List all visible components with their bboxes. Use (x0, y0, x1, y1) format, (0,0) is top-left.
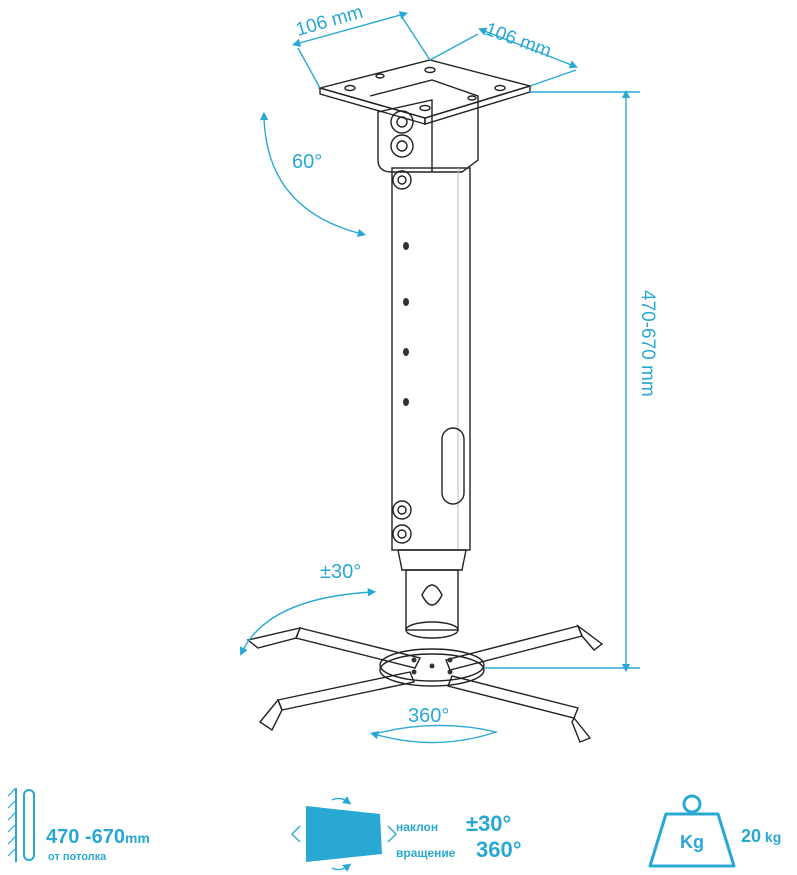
ceiling-distance-icon (7, 787, 35, 862)
tilt-bracket (369, 79, 479, 173)
height-spec-caption: от потолка (48, 851, 107, 863)
tilt-spec-label: наклон (396, 820, 439, 834)
plate-depth-label: 106 mm (482, 19, 554, 62)
weight-icon-text: Kg (680, 832, 704, 852)
swivel-arc: ±30° (240, 561, 377, 656)
rotation-label: 360° (408, 705, 449, 727)
height-spec-value: 470 -670 (46, 826, 125, 848)
weight-spec-value: 20 (741, 826, 762, 846)
tilt-spec-value: ±30° (466, 811, 512, 836)
tilt-arc: 60° (259, 111, 367, 238)
rotation-arc: 360° (369, 705, 499, 744)
weight-spec: 20 kg (741, 826, 781, 847)
swivel-label: ±30° (320, 561, 361, 583)
dimension-height: 470-670 mm (484, 89, 658, 673)
rotate-spec-label: вращение (396, 846, 456, 860)
tilt-rotate-icon (291, 796, 397, 872)
height-range-label: 470-670 mm (637, 290, 658, 397)
height-spec-unit: mm (124, 830, 150, 846)
weight-icon: Kg (648, 794, 736, 868)
telescopic-tube (391, 167, 471, 551)
dimension-plate-depth: 106 mm (429, 19, 578, 87)
height-spec: 470 -670mm (46, 826, 150, 849)
dimension-plate-width: 106 mm (291, 2, 431, 89)
weight-spec-unit: kg (764, 829, 782, 845)
ceiling-plate (317, 59, 533, 125)
tilt-range-label: 60° (292, 151, 322, 173)
swivel-joint (397, 549, 467, 639)
rotate-spec-value: 360° (476, 837, 522, 862)
